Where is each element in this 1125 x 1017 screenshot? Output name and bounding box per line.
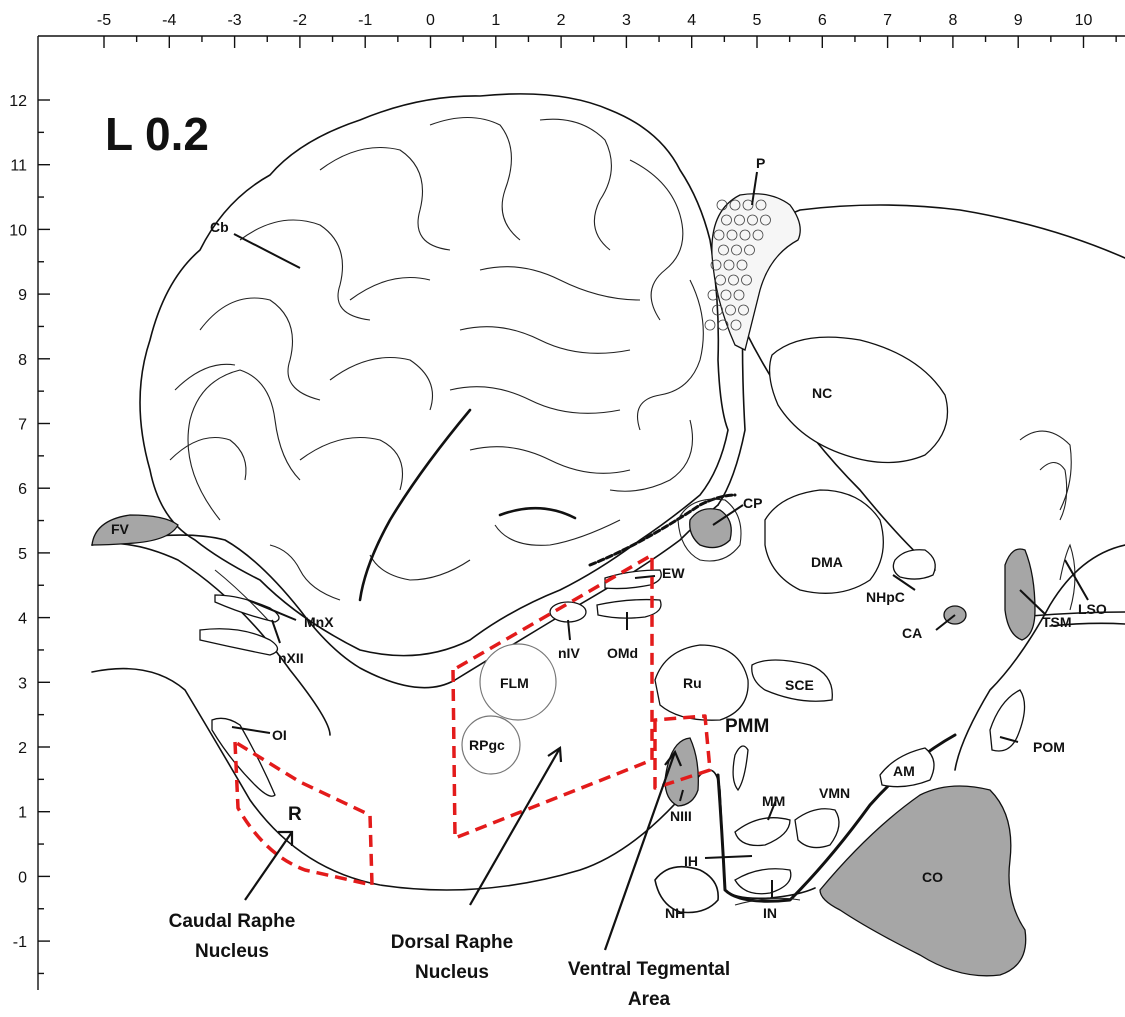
label-ih: IH bbox=[684, 853, 698, 869]
label-cb: Cb bbox=[210, 219, 229, 235]
label-nc: NC bbox=[812, 385, 832, 401]
x-tick-label: 10 bbox=[1075, 12, 1093, 29]
y-tick-label: 8 bbox=[18, 352, 27, 369]
left-axis: 1211109876543210-1 bbox=[9, 36, 50, 990]
caudal-raphe-label-line2: Nucleus bbox=[195, 941, 269, 962]
label-flm: FLM bbox=[500, 675, 529, 691]
x-tick-label: 3 bbox=[622, 12, 631, 29]
y-tick-label: 5 bbox=[18, 546, 27, 563]
label-p: P bbox=[756, 155, 765, 171]
label-r: R bbox=[288, 804, 302, 825]
y-tick-label: 3 bbox=[18, 675, 27, 692]
y-tick-label: 10 bbox=[9, 222, 27, 239]
y-tick-label: 4 bbox=[18, 611, 27, 628]
label-mnx: MnX bbox=[304, 614, 334, 630]
x-tick-label: -5 bbox=[97, 12, 111, 29]
top-axis: -5 -4 -3 -2 -1 0 1 2 3 4 5 6 7 8 9 10 bbox=[38, 12, 1125, 48]
label-cp: CP bbox=[743, 495, 762, 511]
x-tick-label: 1 bbox=[491, 12, 500, 29]
y-tick-label: 9 bbox=[18, 287, 27, 304]
label-tsm: TSM bbox=[1042, 614, 1072, 630]
caudal-raphe-label-line1: Caudal Raphe bbox=[169, 911, 296, 932]
label-sce: SCE bbox=[785, 677, 814, 693]
y-tick-label: 11 bbox=[10, 158, 27, 175]
pineal-gland bbox=[705, 194, 800, 350]
x-tick-label: -1 bbox=[358, 12, 372, 29]
label-oi: OI bbox=[272, 727, 287, 743]
callout-labels: Caudal Raphe Nucleus Dorsal Raphe Nucleu… bbox=[169, 911, 730, 1010]
label-ew: EW bbox=[662, 565, 685, 581]
y-tick-label: 6 bbox=[18, 481, 27, 498]
x-tick-label: 5 bbox=[753, 12, 762, 29]
dorsal-raphe-label-line1: Dorsal Raphe bbox=[391, 932, 513, 953]
section-label: L 0.2 bbox=[105, 108, 209, 160]
label-nh: NH bbox=[665, 905, 685, 921]
x-tick-label: 2 bbox=[557, 12, 566, 29]
label-ca: CA bbox=[902, 625, 922, 641]
label-fv: FV bbox=[111, 521, 130, 537]
label-mm: MM bbox=[762, 793, 785, 809]
label-rpgc: RPgc bbox=[469, 737, 505, 753]
x-tick-label: -3 bbox=[227, 12, 241, 29]
label-vmn: VMN bbox=[819, 785, 850, 801]
label-dma: DMA bbox=[811, 554, 843, 570]
label-am: AM bbox=[893, 763, 915, 779]
y-tick-label: 7 bbox=[18, 417, 27, 434]
pineal-cell bbox=[705, 320, 715, 330]
x-tick-label: 9 bbox=[1014, 12, 1023, 29]
pineal-cell bbox=[717, 200, 727, 210]
label-pmm: PMM bbox=[725, 716, 769, 737]
x-tick-label: 0 bbox=[426, 12, 435, 29]
callout-arrows bbox=[245, 748, 681, 950]
x-tick-label: 6 bbox=[818, 12, 827, 29]
label-omd: OMd bbox=[607, 645, 638, 661]
x-tick-label: 7 bbox=[883, 12, 892, 29]
vta-label-line1: Ventral Tegmental bbox=[568, 959, 730, 980]
y-tick-label: -1 bbox=[13, 934, 27, 951]
label-pom: POM bbox=[1033, 739, 1065, 755]
label-ru: Ru bbox=[683, 675, 702, 691]
label-lso: LSO bbox=[1078, 601, 1107, 617]
label-nxii: nXII bbox=[278, 650, 304, 666]
vta-label-line2: Area bbox=[628, 989, 671, 1010]
x-tick-label: 4 bbox=[687, 12, 696, 29]
label-in: IN bbox=[763, 905, 777, 921]
x-tick-label: -4 bbox=[162, 12, 176, 29]
dorsal-raphe-label-line2: Nucleus bbox=[415, 962, 489, 983]
y-tick-label: 12 bbox=[9, 93, 27, 110]
x-tick-label: -2 bbox=[293, 12, 307, 29]
y-tick-label: 2 bbox=[18, 740, 27, 757]
label-niii: NIII bbox=[670, 808, 692, 824]
label-co: CO bbox=[922, 869, 943, 885]
y-tick-label: 1 bbox=[18, 805, 27, 822]
label-niv: nIV bbox=[558, 645, 580, 661]
y-tick-label: 0 bbox=[18, 869, 27, 886]
x-tick-label: 8 bbox=[948, 12, 957, 29]
label-nhpc: NHpC bbox=[866, 589, 905, 605]
